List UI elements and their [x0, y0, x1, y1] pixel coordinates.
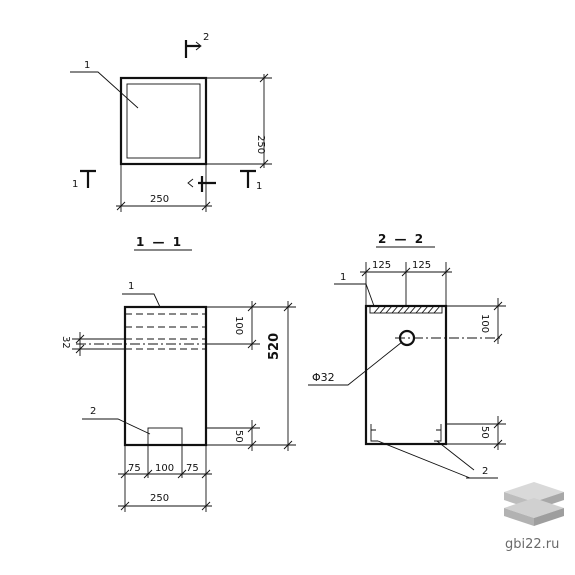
cut-1-right-marker — [240, 169, 256, 188]
cut-1-left-marker — [80, 169, 96, 188]
cut-2-top-label: 2 — [203, 32, 209, 43]
plan-item-1-label: 1 — [84, 60, 90, 71]
section-2-dim-50-lines — [446, 416, 506, 450]
section-1-overall-width-lines — [118, 501, 212, 511]
section-2-item-1-leader — [334, 283, 375, 307]
section-2-hole-leader — [308, 341, 403, 386]
section-2-item-1-label: 1 — [340, 272, 346, 283]
section-2-dim-50: 50 — [479, 426, 490, 439]
cut-2-top-arrow — [195, 41, 202, 51]
plan-inner-wall — [126, 83, 201, 159]
section-1-dim-32: 32 — [60, 336, 71, 349]
section-1-bottom-opening — [147, 427, 183, 446]
section-1-item-1-label: 1 — [128, 281, 134, 292]
section-1-dim-100-mid: 100 — [155, 463, 174, 474]
section-1-dim-32-lines — [72, 332, 125, 356]
section-1-item-2-leader — [82, 418, 151, 435]
section-1-dim-75-right: 75 — [186, 463, 199, 474]
section-1-body — [123, 305, 208, 447]
plan-item-1-leader — [70, 71, 139, 109]
stacked-slabs-icon — [504, 482, 564, 526]
plan-dim-height: 250 — [255, 135, 266, 154]
section-2-dim-125-left: 125 — [372, 260, 391, 271]
section-1-title: 1 — 1 — [136, 235, 183, 249]
plan-view: 1 250 250 1 1 2 — [70, 32, 272, 212]
section-1-dim-50-lines — [206, 420, 260, 451]
section-1-item-1-leader — [122, 293, 161, 308]
section-2-dim-100-lines — [446, 298, 506, 344]
plan-dim-width: 250 — [150, 194, 169, 205]
cut-1-left-label: 1 — [72, 179, 78, 190]
section-2-title: 2 — 2 — [378, 232, 425, 246]
section-1-1: 1 — 1 1 2 32 100 520 50 75 100 75 250 — [60, 235, 296, 512]
section-2-dim-100: 100 — [479, 314, 490, 333]
section-2-hole-label: Φ32 — [312, 371, 335, 384]
cut-2-top-marker — [184, 40, 200, 58]
section-2-top-slab-hatch — [373, 305, 441, 314]
section-2-dim-125-right: 125 — [412, 260, 431, 271]
section-2-body — [364, 304, 448, 446]
section-2-bracket-right — [434, 424, 442, 442]
plan-dim-width-lines — [116, 164, 212, 212]
section-1-dim-520: 520 — [267, 333, 282, 360]
section-2-2: 2 — 2 125 125 1 100 Φ32 50 2 — [308, 232, 506, 479]
section-1-dim-100: 100 — [233, 316, 244, 335]
section-1-dim-50: 50 — [233, 430, 244, 443]
section-2-bracket-left — [370, 424, 378, 442]
section-2-item-2-label: 2 — [482, 466, 488, 477]
cut-1-right-label: 1 — [256, 181, 262, 192]
section-2-item-2-leaders — [377, 440, 498, 479]
plan-dim-height-lines — [206, 73, 272, 169]
cut-2-bottom-arrow — [187, 178, 194, 188]
plan-outer-wall — [119, 76, 208, 166]
section-1-item-2-label: 2 — [90, 406, 96, 417]
section-1-dim-100-lines — [206, 301, 260, 350]
section-1-chain-dim-lines — [118, 445, 212, 512]
cut-2-bottom-marker — [198, 176, 216, 192]
section-1-dim-250: 250 — [150, 493, 169, 504]
watermark-text: gbi22.ru — [505, 537, 560, 552]
section-1-dim-75-left: 75 — [128, 463, 141, 474]
section-1-dim-520-lines — [206, 301, 296, 451]
